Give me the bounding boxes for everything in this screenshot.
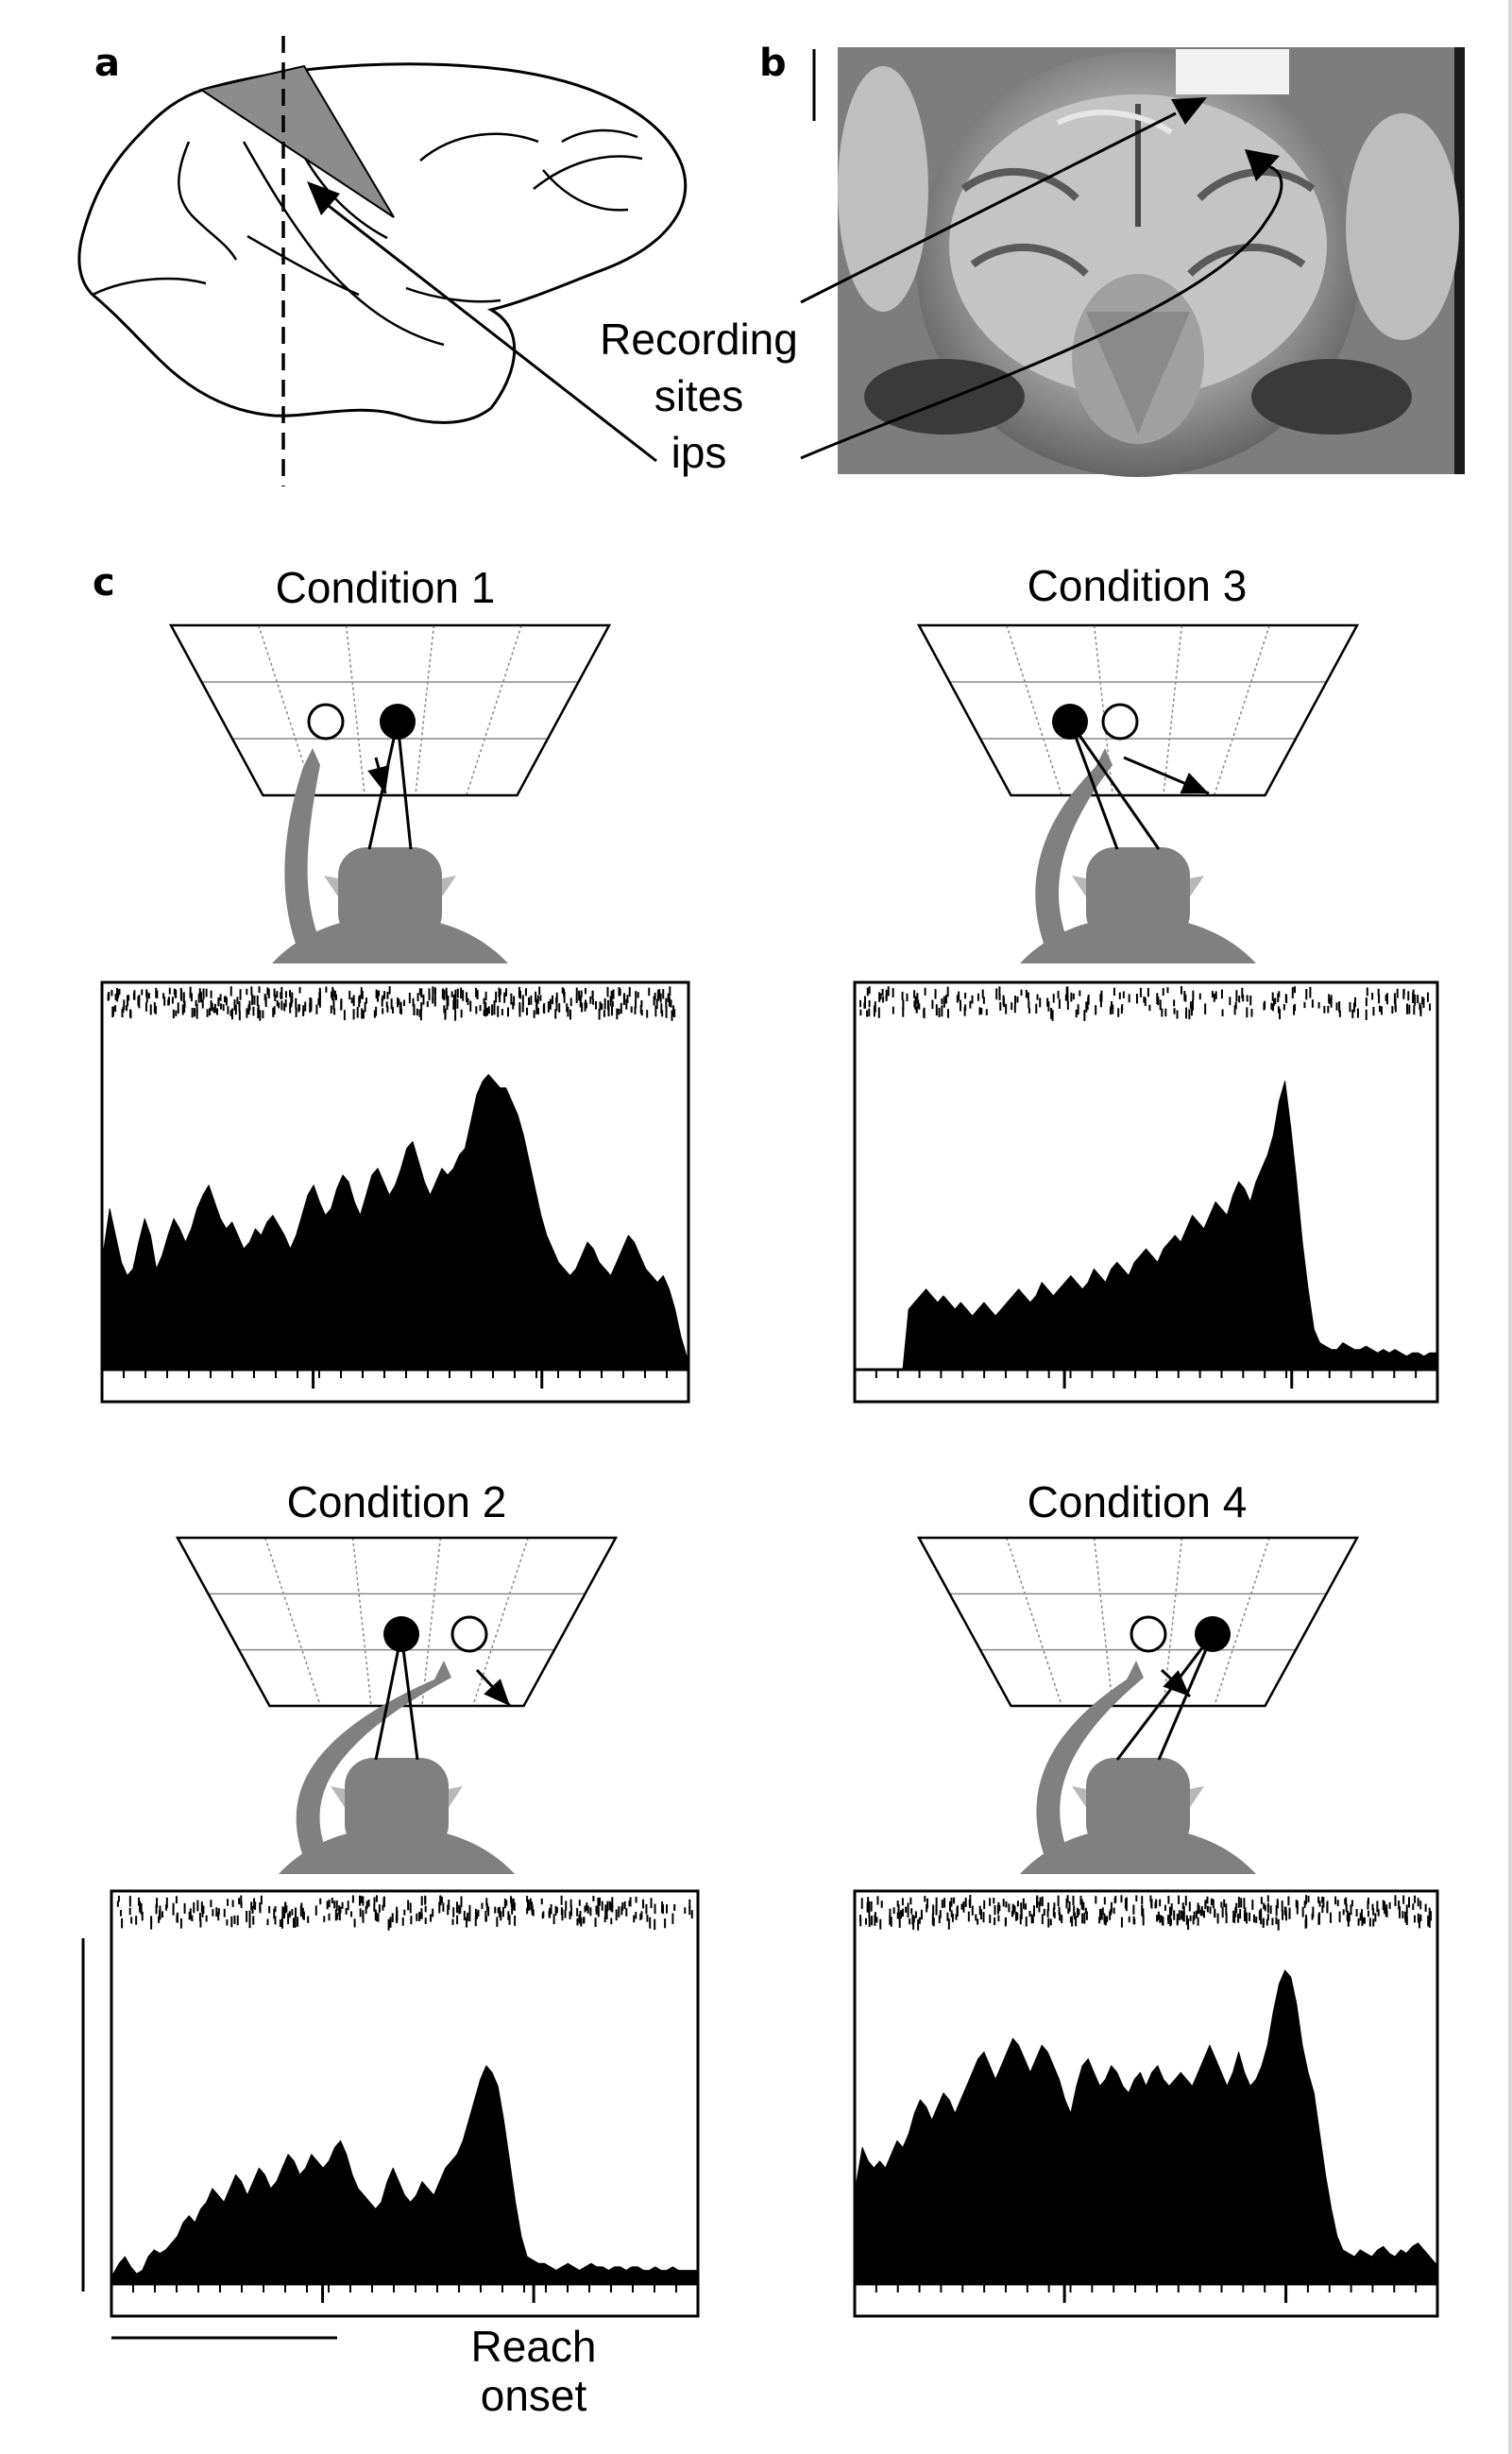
filled-circle-icon (1052, 704, 1088, 740)
hollow-circle-icon (450, 1615, 488, 1653)
ips-pointer-line-a (328, 204, 657, 463)
spike-raster (859, 986, 1432, 1021)
monkey-head (338, 847, 442, 942)
hollow-circle-icon (1101, 703, 1139, 741)
grid-col-line (1214, 1537, 1270, 1707)
gaze-line (1115, 1633, 1215, 1761)
spike-raster (107, 986, 676, 1021)
grid-col-line (351, 1537, 372, 1707)
firing-rate-area (101, 1074, 688, 1371)
monkey-icon (1020, 1661, 1256, 1874)
recording-sites-pointer (800, 111, 1177, 304)
filled-circle-icon (1195, 1616, 1231, 1652)
monkey-icon (1020, 748, 1256, 963)
monkey-arm (1035, 748, 1113, 956)
grid-col-line (1006, 624, 1062, 796)
monkey-icon (272, 748, 508, 963)
condition-1-title: Condition 1 (276, 563, 496, 612)
reach-arrow-head-icon (1163, 1670, 1190, 1696)
psth-condition-4 (853, 1889, 1439, 2318)
monkey-arm (296, 1661, 451, 1866)
gaze-line (1068, 721, 1161, 850)
monkey-arm (1036, 1661, 1144, 1866)
gaze-line (1157, 1633, 1215, 1761)
psth-condition-1 (100, 980, 690, 1404)
gaze-line (1068, 721, 1119, 850)
condition-3-title: Condition 3 (1028, 561, 1248, 610)
grid-col-line (415, 624, 435, 796)
panel-label-a: a (94, 42, 120, 85)
monkey-head (345, 1758, 449, 1852)
task-schematic-condition-1 (168, 623, 612, 963)
monkey-arm (284, 748, 324, 956)
hollow-circle-icon (307, 703, 345, 741)
task-schematic-condition-4 (916, 1536, 1360, 1874)
psth-condition-2 (110, 1889, 700, 2318)
screen-outline (175, 1536, 619, 1708)
screen-outline (916, 1536, 1360, 1708)
monkey-head (1086, 847, 1190, 942)
gaze-line (399, 1633, 419, 1761)
grid-col-line (264, 1537, 321, 1707)
grid-col-line (1006, 1537, 1062, 1707)
grid-col-line (1214, 624, 1270, 796)
mri-image (838, 47, 1465, 477)
brain-lateral-view (77, 62, 688, 424)
reach-arrow-head-icon (484, 1679, 510, 1706)
filled-circle-icon (383, 1616, 419, 1652)
recording-region (198, 64, 395, 218)
ips-pointer-curve-b (800, 163, 1283, 460)
recording-sites-arrowhead (1171, 97, 1207, 125)
page-edge (1508, 0, 1512, 2454)
reach-arrow-head-icon (367, 764, 390, 793)
recording-label: Recording (600, 315, 798, 364)
ips-arrowhead-b (1245, 149, 1280, 181)
firing-rate-area (110, 2065, 697, 2285)
panel-label-c: c (93, 561, 115, 605)
onset-label: onset (481, 2371, 587, 2420)
ips-label: ips (671, 428, 727, 477)
grid-col-line (345, 624, 365, 796)
spike-raster (116, 1895, 693, 1931)
monkey-head (1086, 1758, 1190, 1852)
task-schematic-condition-2 (175, 1536, 619, 1874)
panel-label-b: b (759, 42, 787, 85)
reach-label: Reach (471, 2322, 597, 2371)
screen-outline (168, 623, 612, 797)
spike-raster (859, 1895, 1432, 1931)
firing-rate-area (854, 1969, 1436, 2285)
sites-label: sites (654, 371, 744, 420)
condition-4-title: Condition 4 (1028, 1477, 1248, 1526)
grid-col-line (1163, 624, 1183, 796)
task-schematic-condition-3 (916, 623, 1360, 963)
reach-arrow-head-icon (1180, 773, 1209, 794)
condition-2-title: Condition 2 (287, 1477, 507, 1526)
ips-arrowhead-a (307, 181, 340, 215)
hollow-circle-icon (1130, 1615, 1167, 1653)
monkey-icon (279, 1661, 515, 1874)
gaze-line (374, 1633, 403, 1761)
grid-col-line (1093, 1537, 1113, 1707)
grid-col-line (466, 624, 522, 796)
firing-rate-area (854, 1081, 1436, 1371)
target-grid (949, 624, 1327, 796)
screen-outline (916, 623, 1360, 797)
filled-circle-icon (380, 704, 416, 740)
psth-condition-3 (853, 980, 1439, 1404)
target-grid (949, 1537, 1327, 1707)
gaze-line (396, 721, 413, 850)
grid-col-line (472, 1537, 529, 1707)
